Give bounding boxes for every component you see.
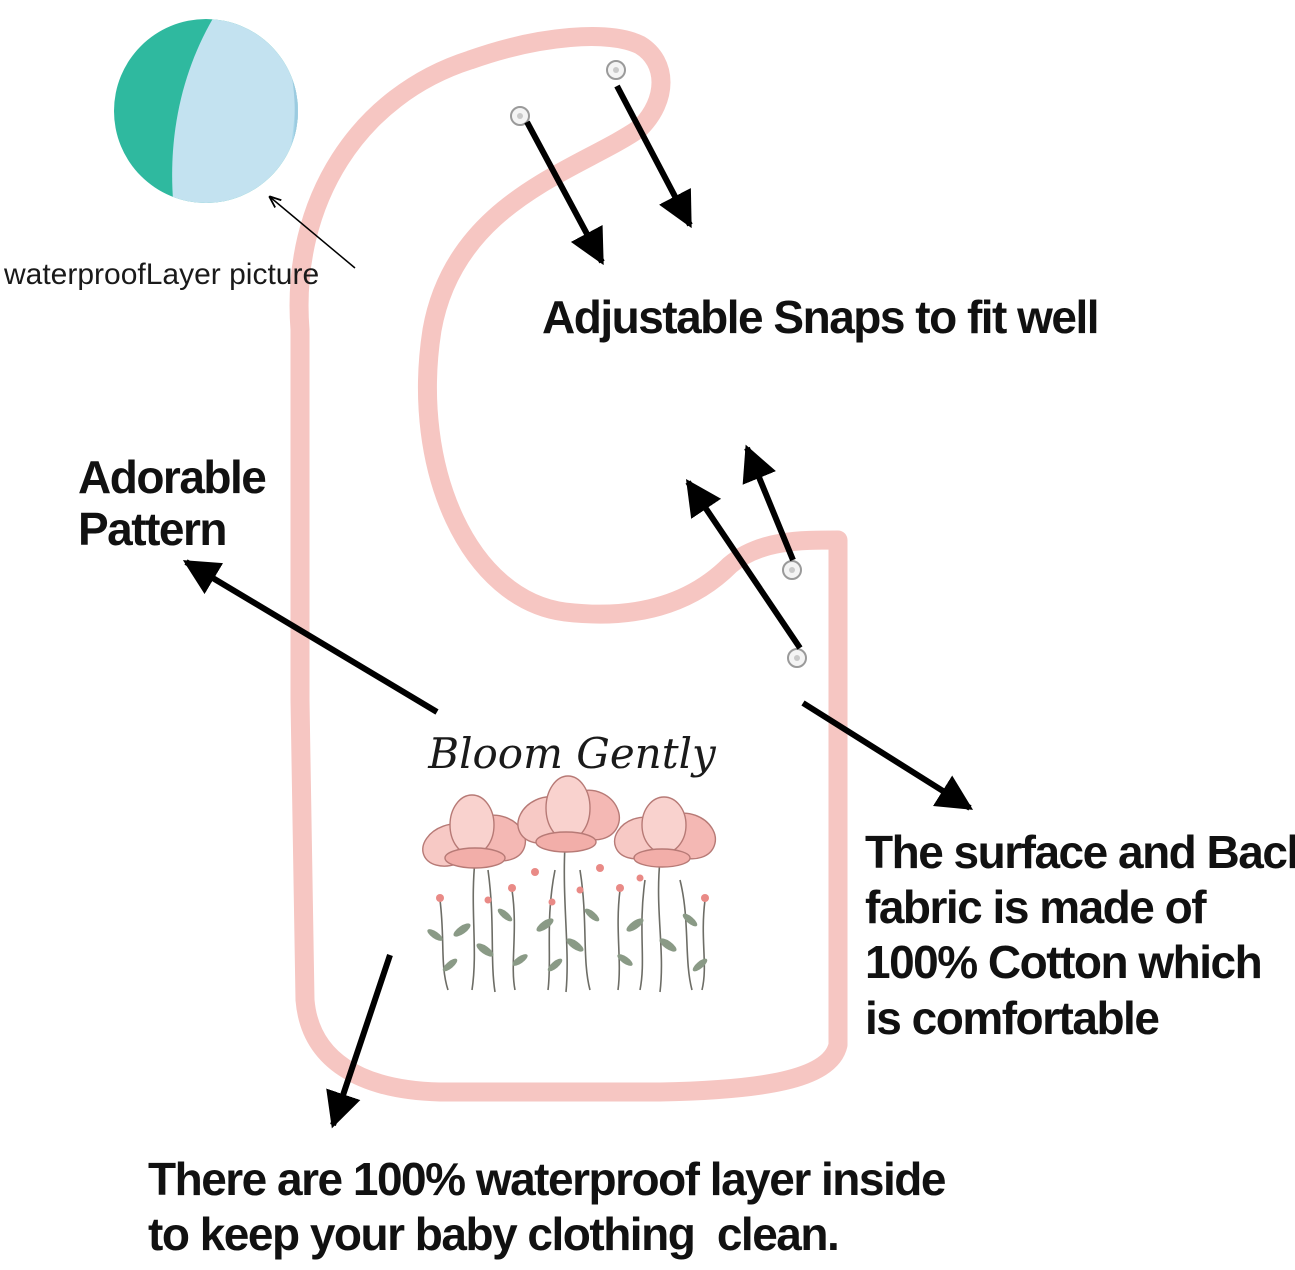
fabric-callout: The surface and Back fabric is made of 1…: [865, 825, 1295, 1046]
snap-icon: [782, 560, 802, 580]
snap-icon: [787, 648, 807, 668]
fabric-callout-line: 100% Cotton which: [865, 936, 1263, 989]
waterproof-layer-callout: There are 100% waterproof layer inside t…: [148, 1152, 946, 1262]
waterproof-picture-label: waterproofLayer picture: [4, 258, 320, 291]
pattern-callout-line: Pattern: [78, 502, 227, 555]
bloom-gently-text: Bloom Gently: [427, 729, 717, 778]
snap-icon: [510, 106, 530, 126]
snap-icon: [606, 60, 626, 80]
bib-outline: [289, 27, 848, 1102]
fabric-callout-line: is comfortable: [865, 991, 1160, 1044]
fabric-callout-line: fabric is made of: [865, 881, 1207, 934]
pattern-callout-line: Adorable: [78, 451, 267, 503]
callout-arrows: [182, 84, 974, 1129]
waterproof-layer-callout-line: to keep your baby clothing clean.: [148, 1208, 840, 1261]
snap-buttons: [510, 60, 807, 668]
flower-right: [613, 796, 717, 868]
fabric-callout-line: The surface and Back: [865, 826, 1295, 878]
flower-left: [422, 794, 527, 869]
flower-print: [422, 775, 717, 993]
pattern-callout: Adorable Pattern: [78, 451, 267, 555]
waterproof-swatch: [114, 19, 298, 203]
snaps-callout: Adjustable Snaps to fit well: [542, 291, 1100, 343]
swatch-pointer-arrow: [270, 197, 356, 269]
flower-center: [517, 775, 621, 853]
waterproof-layer-callout-line: There are 100% waterproof layer inside: [148, 1153, 946, 1205]
